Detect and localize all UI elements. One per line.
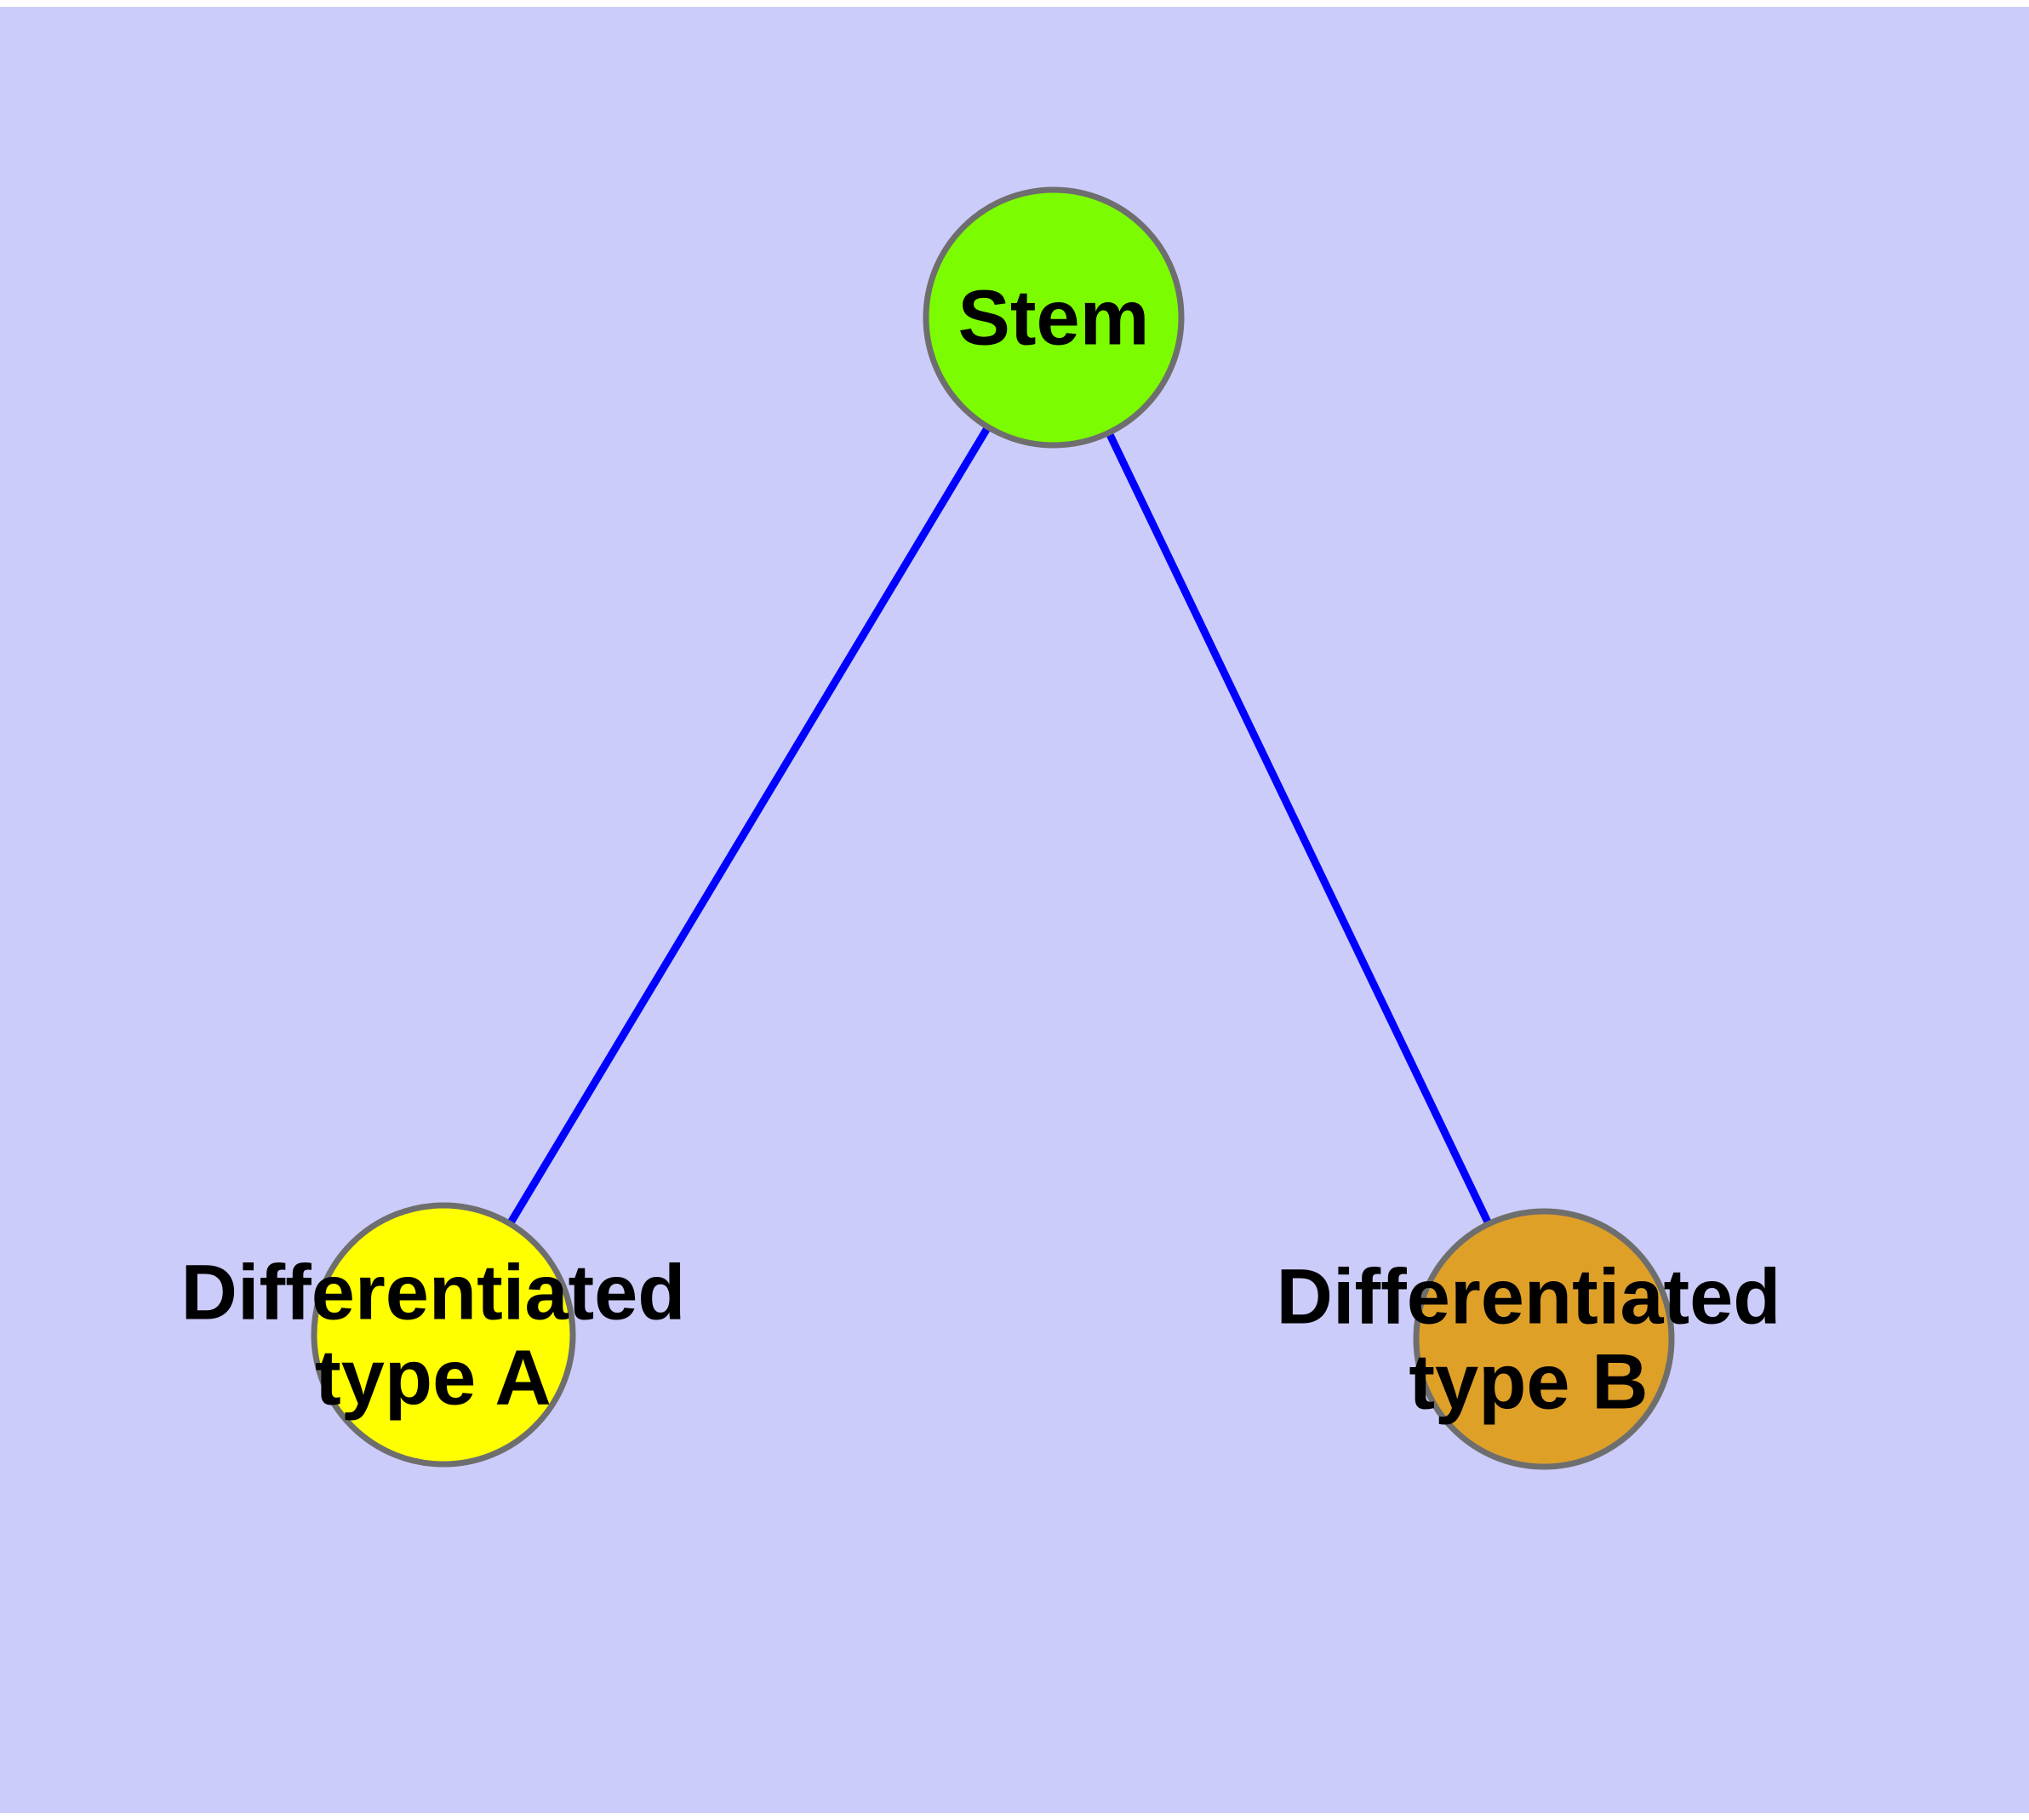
node-circle-diff-b[interactable] <box>1413 1208 1675 1470</box>
node-circle-stem[interactable] <box>923 186 1185 449</box>
node-label-line: Stem <box>958 274 1150 361</box>
edge-layer <box>440 315 1548 1341</box>
node-label-line: type A <box>315 1334 552 1421</box>
node-label-line: Differentiated <box>1277 1253 1781 1340</box>
node-label-stem: Stem <box>958 274 1150 361</box>
graph-edge-stem-to-a <box>440 315 1057 1337</box>
graph-edge-stem-to-b <box>1049 316 1548 1341</box>
node-label-line: type B <box>1409 1338 1648 1425</box>
node-circle-diff-a[interactable] <box>311 1202 576 1468</box>
node-label-line: Differentiated <box>181 1249 686 1336</box>
graph-node-stem[interactable]: Stem <box>923 186 1185 449</box>
